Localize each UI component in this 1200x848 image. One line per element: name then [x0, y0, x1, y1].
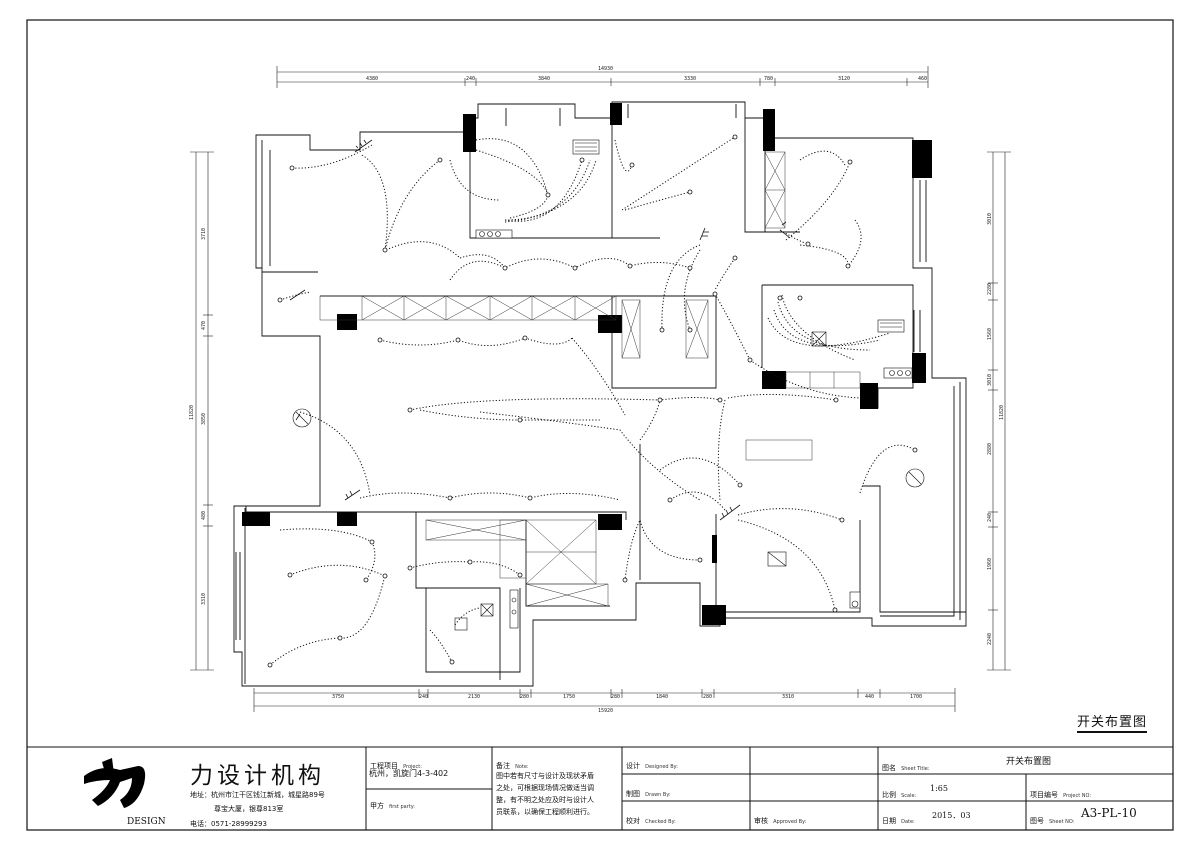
project-no-label-cn: 项目编号 [1030, 791, 1058, 799]
sheet-no-label: 图号 Sheet NO: [1030, 808, 1074, 827]
date-label-en: Date: [901, 819, 915, 825]
dimension-lines [190, 66, 1011, 712]
dim-left-total: 11820 [189, 405, 195, 420]
note-line: 之处，可根据现场情况做适当调 [496, 784, 594, 792]
switch-panel-ticks [289, 139, 791, 521]
drawn-label-cn: 制图 [626, 790, 640, 798]
dim-bottom: 240 [419, 694, 428, 700]
drawn-label-en: Drawn By: [645, 792, 671, 798]
dim-bottom: 280 [703, 694, 712, 700]
project-label: 工程项目 Project: [370, 753, 422, 772]
dim-top: 460 [918, 76, 927, 82]
dim-top: 4380 [366, 76, 378, 82]
sheet-no-value: A3-PL-10 [1081, 806, 1137, 820]
sheet-title-label: 图名 Sheet Title: [882, 755, 930, 774]
dim-left: 470 [201, 321, 207, 330]
dim-top-total: 14930 [598, 66, 613, 72]
company-phone: 电话：0571-28999293 [190, 820, 267, 828]
checked-label-en: Checked By: [645, 819, 676, 825]
scale-label-cn: 比例 [882, 791, 896, 799]
date-value: 2015．03 [932, 811, 971, 820]
logo-mark [84, 758, 146, 808]
company-address: 地址：杭州市江干区钱江新城，城星路89号 [190, 791, 325, 799]
approved-label-cn: 审核 [754, 817, 768, 825]
structural-columns [242, 103, 932, 625]
note-label-en: Note: [515, 764, 529, 770]
dim-bottom: 1700 [910, 694, 922, 700]
note-label: 备注 Note: [496, 753, 529, 772]
project-value: 杭州，凯旋门4-3-402 [369, 769, 449, 778]
dim-top: 780 [764, 76, 773, 82]
dim-top: 240 [466, 76, 475, 82]
date-label-cn: 日期 [882, 817, 896, 825]
checked-label: 校对 Checked By: [626, 808, 676, 827]
note-line: 员联系，以确保工程顺利进行。 [496, 808, 594, 816]
date-label: 日期 Date: [882, 808, 915, 827]
dim-right: 3010 [987, 213, 993, 225]
sheet-title-label-cn: 图名 [882, 764, 896, 772]
dim-right: 3010 [987, 374, 993, 386]
dim-right: 2240 [987, 633, 993, 645]
fixtures [292, 139, 925, 631]
note-label-cn: 备注 [496, 762, 510, 770]
sheet-no-label-en: Sheet NO: [1049, 819, 1075, 825]
sheet-border [26, 19, 1174, 831]
dim-bottom: 2130 [468, 694, 480, 700]
dim-right-total: 11820 [999, 405, 1005, 420]
company-name: 力设计机构 [190, 763, 325, 789]
project-label-en: Project: [403, 764, 422, 770]
dim-right: 1560 [987, 328, 993, 340]
checked-label-cn: 校对 [626, 817, 640, 825]
dim-bottom-total: 15920 [598, 708, 613, 714]
dim-bottom: 1750 [563, 694, 575, 700]
scale-value: 1:65 [930, 784, 948, 793]
dim-right: 2280 [987, 283, 993, 295]
note-line: 图中若有尺寸与设计及现状矛盾 [496, 772, 594, 780]
dim-top: 3840 [538, 76, 550, 82]
party-label-cn: 甲方 [370, 802, 384, 810]
approved-label: 审核 Approved By: [754, 808, 806, 827]
dim-left: 3850 [201, 413, 207, 425]
sheet-title-label-en: Sheet Title: [901, 766, 930, 772]
dim-bottom: 280 [520, 694, 529, 700]
approved-label-en: Approved By: [773, 819, 807, 825]
scale-label: 比例 Scale: [882, 782, 916, 801]
dim-bottom: 3310 [782, 694, 794, 700]
dim-bottom: 3750 [332, 694, 344, 700]
designed-label-cn: 设计 [626, 762, 640, 770]
drawn-label: 制图 Drawn By: [626, 781, 671, 800]
dim-top: 3330 [684, 76, 696, 82]
dim-right: 2880 [987, 443, 993, 455]
company-address-2: 尊宝大厦，银尊813室 [214, 805, 284, 813]
dim-bottom: 280 [611, 694, 620, 700]
dim-right: 1960 [987, 558, 993, 570]
project-no-label-en: Project NO: [1063, 793, 1092, 799]
sheet-no-label-cn: 图号 [1030, 817, 1044, 825]
sheet-title-value: 开关布置图 [1006, 757, 1052, 767]
dim-bottom: 440 [865, 694, 874, 700]
dim-left: 3310 [201, 593, 207, 605]
designed-label: 设计 Designed By: [626, 753, 678, 772]
walls [233, 101, 967, 687]
note-line: 整，有不明之处应及时与设计人 [496, 796, 594, 804]
cabinetry [319, 151, 861, 607]
logo-text: DESIGN [127, 817, 166, 827]
dim-right: 240 [987, 513, 993, 522]
project-no-label: 项目编号 Project NO: [1030, 782, 1091, 801]
dim-bottom: 1840 [656, 694, 668, 700]
dim-top: 3120 [838, 76, 850, 82]
dim-left: 480 [201, 511, 207, 520]
designed-label-en: Designed By: [645, 764, 678, 770]
scale-label-en: Scale: [901, 793, 917, 799]
drawing-title: 开关布置图 [1077, 711, 1148, 733]
switch-symbols [267, 134, 918, 668]
party-label: 甲方 first party: [370, 793, 415, 812]
party-label-en: first party: [389, 804, 415, 810]
project-label-cn: 工程项目 [370, 762, 398, 770]
dim-left: 3710 [201, 228, 207, 240]
